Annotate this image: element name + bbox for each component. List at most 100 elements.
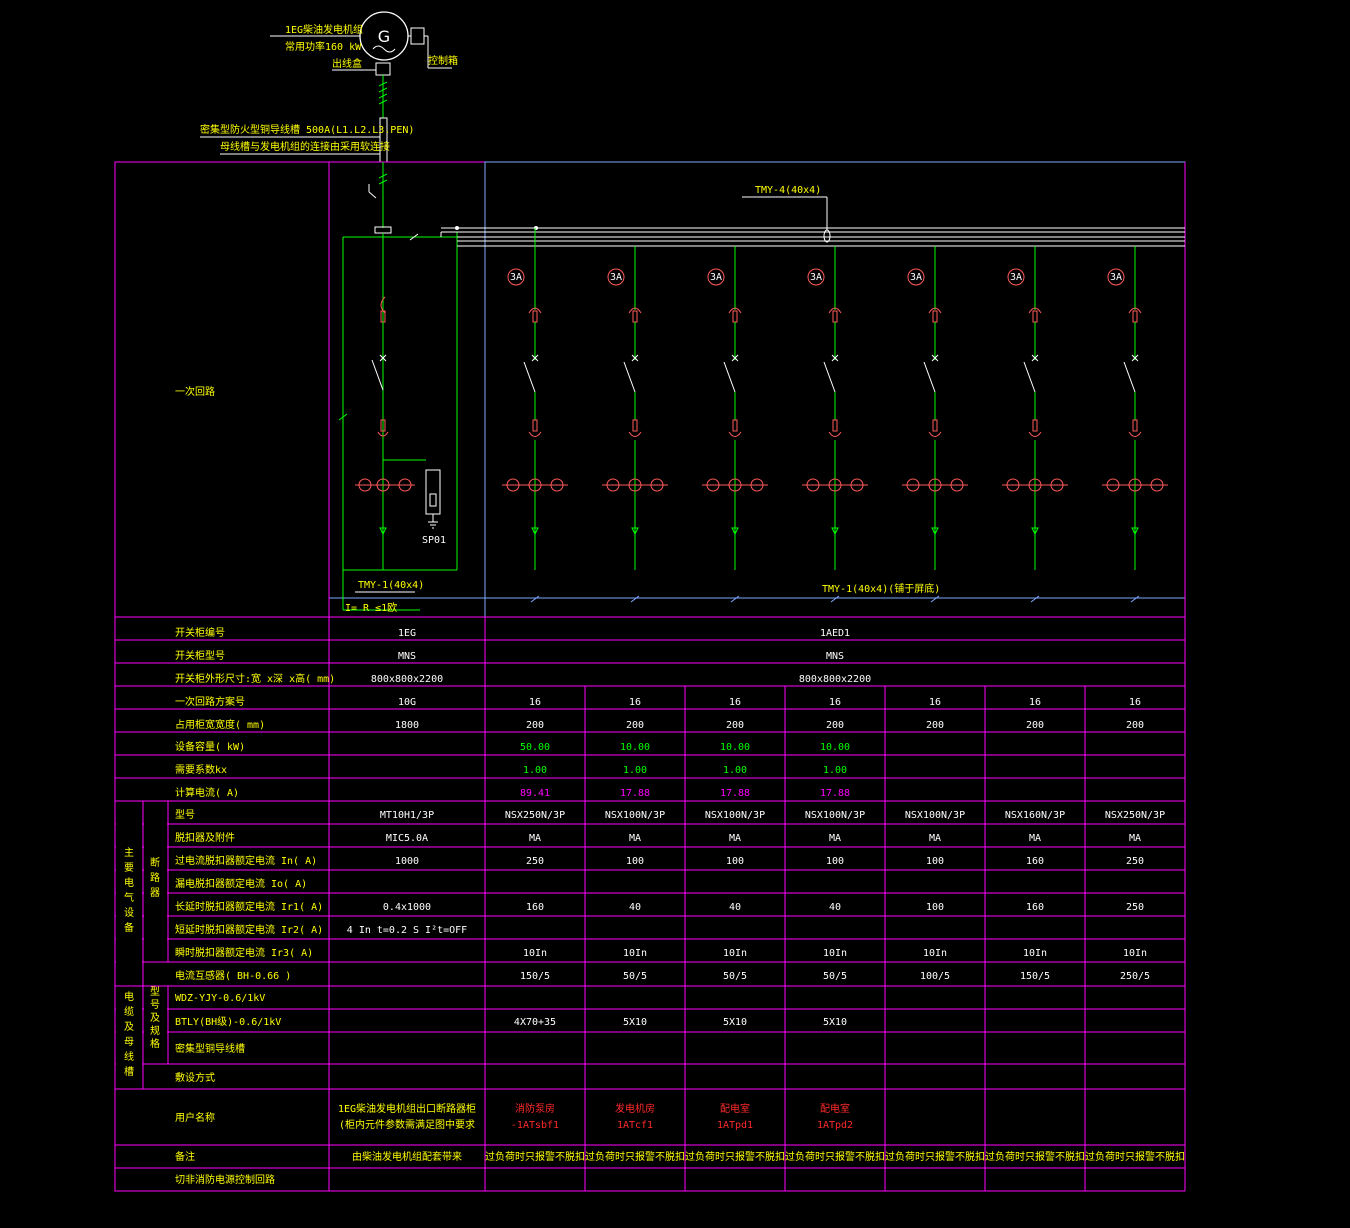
feeder-ct-cell: 250/5 (1120, 971, 1150, 982)
feeder-ir1-cell: 40 (829, 902, 841, 913)
cabinet-model-label: 开关柜型号 (175, 649, 225, 662)
feeder-trip-cell: MA (529, 833, 541, 844)
feeder-in-cell: 100 (726, 856, 744, 867)
incomer-ir2: 4 In t=0.2 S I²t=OFF (347, 925, 467, 936)
feeder-in-cell: 100 (626, 856, 644, 867)
feeder-scheme-cell: 16 (929, 697, 941, 708)
feeder-model-cell: NSX100N/3P (705, 810, 765, 821)
io-label: 漏电脱扣器额定电流 Io( A) (175, 877, 307, 890)
feeder-a-cell: 17.88 (620, 788, 650, 799)
cable-busway-group-label: 缆 (124, 1005, 134, 1018)
cabinet-no-label: 开关柜编号 (175, 626, 225, 639)
feeder-in-cell: 160 (1026, 856, 1044, 867)
ir2-label: 短延时脱扣器额定电流 Ir2( A) (175, 923, 323, 936)
incomer-cabinet-no: 1EG (398, 628, 416, 639)
incomer-bus-label: TMY-1(40x4) (358, 580, 424, 591)
feeder-remark-cell: 过负荷时只报警不脱扣 (685, 1150, 785, 1163)
feeder-cabinet-size: 800x800x2200 (799, 674, 871, 685)
generator-ac-icon (372, 45, 396, 53)
feeder-model-cell: NSX100N/3P (805, 810, 865, 821)
feeder-a-cell: 17.88 (720, 788, 750, 799)
feeder-a-cell: 17.88 (820, 788, 850, 799)
feeder-width-cell: 200 (726, 720, 744, 731)
feeder-ct-cell: 150/5 (520, 971, 550, 982)
ct-tag: 3A (910, 272, 922, 283)
ct-tag: 3A (1110, 272, 1122, 283)
feeder-ct-cell: 100/5 (920, 971, 950, 982)
ground-label: I= R ≤1欧 (345, 602, 397, 614)
feeder-ir1-cell: 40 (629, 902, 641, 913)
feeder-ir3-cell: 10In (1123, 948, 1147, 959)
feeder-in-cell: 100 (926, 856, 944, 867)
incomer-trip: MIC5.0A (386, 833, 428, 844)
scheme-label: 一次回路方案号 (175, 695, 245, 708)
feeder-remark-cell: 过负荷时只报警不脱扣 (885, 1150, 985, 1163)
feeder-user2-cell: 1ATpd2 (817, 1120, 853, 1131)
feeder-trip-cell: MA (1129, 833, 1141, 844)
feeder-kw-cell: 10.00 (820, 742, 850, 753)
ir3-label: 瞬时脱扣器额定电流 Ir3( A) (175, 946, 313, 959)
cable2-label: BTLY(BH级)-0.6/1kV (175, 1016, 281, 1028)
ct-label: 电流互感器( BH-0.66 ) (175, 969, 291, 982)
control-box (410, 27, 425, 45)
capacity-label: 设备容量( kW) (175, 740, 245, 753)
cable-busway-group-label: 槽 (124, 1065, 134, 1078)
width-label: 占用柜宽宽度( mm) (175, 718, 265, 731)
feeder-remark-cell: 过负荷时只报警不脱扣 (1085, 1150, 1185, 1163)
incomer-ir1: 0.4x1000 (383, 902, 431, 913)
fire-cut-label: 切非消防电源控制回路 (175, 1173, 275, 1186)
model-label: 型号 (175, 808, 195, 821)
feeder-remark-cell: 过负荷时只报警不脱扣 (785, 1150, 885, 1163)
incomer-circuit: SP01 (338, 162, 485, 611)
generator-name: 1EG柴油发电机组 (285, 23, 363, 36)
type-spec-group-label: 号 (150, 999, 160, 1011)
cable-busway-group-label: 及 (124, 1021, 134, 1033)
ct-tag: 3A (1010, 272, 1022, 283)
feeder-ir3-cell: 10In (1023, 948, 1047, 959)
generator-group: G 1EG柴油发电机组 常用功率160 kW 出线盒 控制箱 密集型防火型铜导线… (200, 11, 458, 163)
feeder-circuit: 3A (802, 246, 868, 603)
breaker-group-label: 器 (150, 887, 160, 899)
feeder-circuit: 3A (1002, 246, 1068, 603)
cable-busway-group-label: 线 (124, 1050, 134, 1063)
feeder-scheme-cell: 16 (529, 697, 541, 708)
primary-circuit-label: 一次回路 (175, 385, 215, 398)
user-label: 用户名称 (175, 1111, 215, 1124)
feeder-model-cell: NSX100N/3P (605, 810, 665, 821)
cable-busway-group-label: 母 (124, 1036, 134, 1048)
feeder-width-cell: 200 (826, 720, 844, 731)
main-equipment-group-label: 要 (124, 862, 134, 874)
feeder-ir1-cell: 160 (1026, 902, 1044, 913)
incomer-size: 800x800x2200 (371, 674, 443, 685)
outlet-box (375, 62, 391, 76)
feeder-cable-cell: 4X70+35 (514, 1017, 556, 1028)
feeder-model-cell: NSX250N/3P (505, 810, 565, 821)
ct-tag: 3A (710, 272, 722, 283)
feeder-ir3-cell: 10In (823, 948, 847, 959)
feeder-remark-cell: 过负荷时只报警不脱扣 (985, 1150, 1085, 1163)
feeder-ir1-cell: 40 (729, 902, 741, 913)
feeder-width-cell: 200 (926, 720, 944, 731)
ct-tag: 3A (510, 272, 522, 283)
feeder-circuit: 3A (502, 228, 568, 603)
type-spec-group-label: 格 (150, 1037, 160, 1050)
feeder-width-cell: 200 (526, 720, 544, 731)
feeder-trip-cell: MA (929, 833, 941, 844)
main-equipment-group-label: 设 (124, 907, 134, 919)
feeder-circuit: 3A (702, 246, 768, 603)
feeder-in-cell: 100 (826, 856, 844, 867)
incomer-in: 1000 (395, 856, 419, 867)
remark-label: 备注 (175, 1150, 195, 1163)
incomer-breaker: MT10H1/3P (380, 810, 434, 821)
feeder-ir3-cell: 10In (623, 948, 647, 959)
incomer-width: 1800 (395, 720, 419, 731)
incomer-remark: 由柴油发电机组配套带来 (352, 1150, 462, 1163)
cable-busway-group-label: 电 (124, 990, 134, 1003)
incomer-scheme: 10G (398, 697, 416, 708)
control-label: 控制箱 (428, 54, 458, 67)
feeder-ct-cell: 50/5 (823, 971, 847, 982)
busway-note: 母线槽与发电机组的连接由采用软连接 (220, 140, 390, 153)
